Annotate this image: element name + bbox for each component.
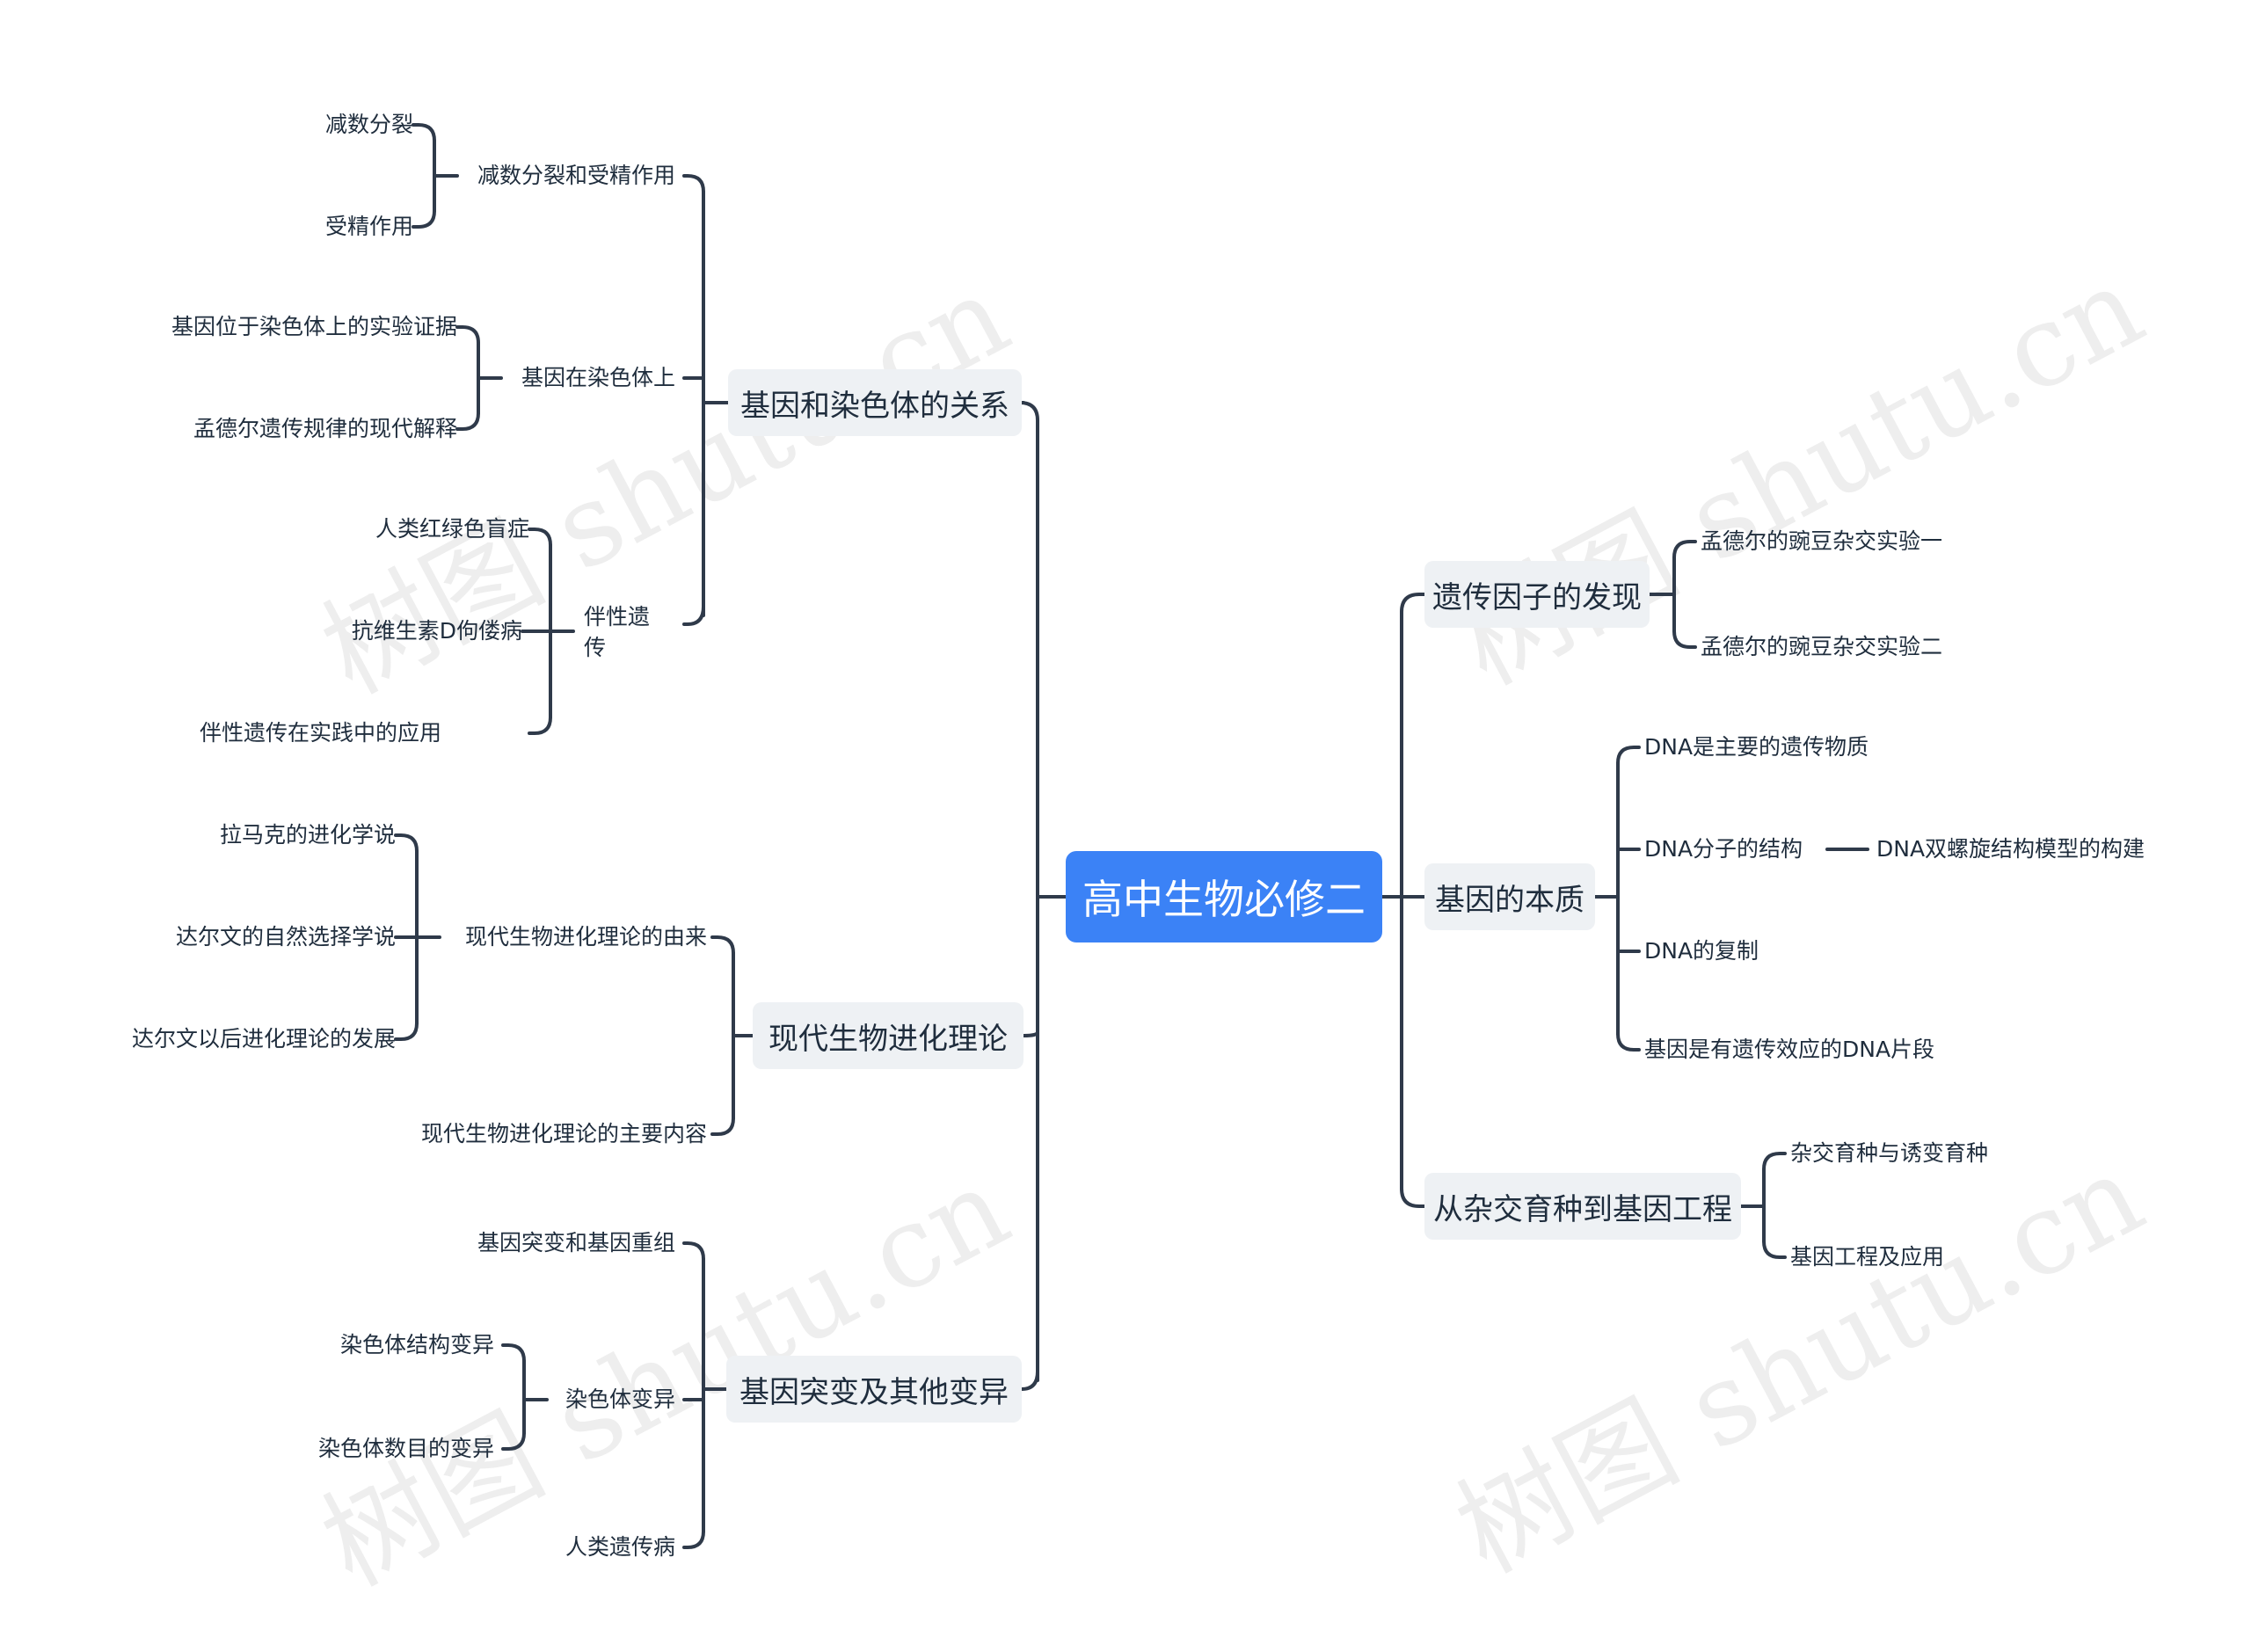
- connector-lb2c1-l1: [394, 833, 419, 853]
- topic-evolution-main-content[interactable]: 现代生物进化理论的主要内容: [420, 1121, 707, 1146]
- connector-lb3-c1: [682, 1241, 705, 1261]
- branch-breeding-genetic-engineering[interactable]: 从杂交育种到基因工程: [1424, 1173, 1741, 1240]
- connector-rb3-l1: [1762, 1152, 1787, 1171]
- branch-gene-nature[interactable]: 基因的本质: [1424, 863, 1595, 930]
- leaf-cross-mutation-breeding[interactable]: 杂交育种与诱变育种: [1790, 1140, 1989, 1166]
- leaf-mendel-modern-explanation[interactable]: 孟德尔遗传规律的现代解释: [193, 416, 457, 441]
- connector-lb1-c1: [682, 174, 705, 193]
- branch-gene-chromosome[interactable]: 基因和染色体的关系: [728, 369, 1022, 436]
- leaf-chromosome-number-variation[interactable]: 染色体数目的变异: [317, 1436, 494, 1461]
- connector-lb1c2-l2: [455, 411, 480, 431]
- connector-lb1c1-l2: [412, 209, 436, 229]
- leaf-fertilization[interactable]: 受精作用: [324, 214, 413, 239]
- connector-rb1-l1: [1672, 540, 1697, 559]
- connector-lb1-c3: [682, 605, 705, 626]
- topic-chromosome-variation[interactable]: 染色体变异: [565, 1386, 675, 1412]
- leaf-dna-double-helix-model[interactable]: DNA双螺旋结构模型的构建: [1876, 836, 2145, 862]
- leaf-lamarck[interactable]: 拉马克的进化学说: [219, 822, 396, 848]
- topic-human-genetic-disease[interactable]: 人类遗传病: [565, 1534, 675, 1560]
- leaf-vitamin-d-rickets[interactable]: 抗维生素D佝偻病: [351, 618, 522, 644]
- branch-genetic-factor-discovery[interactable]: 遗传因子的发现: [1424, 561, 1650, 628]
- leaf-dna-main-genetic-material[interactable]: DNA是主要的遗传物质: [1644, 734, 1869, 760]
- leaf-sex-linked-application[interactable]: 伴性遗传在实践中的应用: [199, 720, 441, 746]
- leaf-darwin-natural-selection[interactable]: 达尔文的自然选择学说: [175, 924, 396, 950]
- connector-lb2-c2: [710, 1117, 735, 1136]
- connector-rb1-l2: [1672, 630, 1697, 649]
- connector-left-b1: [1018, 401, 1039, 422]
- topic-meiosis-fertilization[interactable]: 减数分裂和受精作用: [477, 163, 675, 188]
- leaf-genetic-engineering-application[interactable]: 基因工程及应用: [1790, 1244, 1945, 1270]
- leaf-gene-dna-fragment[interactable]: 基因是有遗传效应的DNA片段: [1644, 1037, 1935, 1062]
- leaf-dna-replication[interactable]: DNA的复制: [1644, 938, 1759, 964]
- leaf-dna-structure[interactable]: DNA分子的结构: [1644, 836, 1803, 862]
- connector-lb1c3-l3: [528, 716, 552, 735]
- leaf-chromosome-structure-variation[interactable]: 染色体结构变异: [339, 1332, 494, 1357]
- topic-sex-linked-inheritance[interactable]: 伴性遗传: [584, 604, 651, 660]
- connector-lb1c3-l1: [528, 528, 552, 547]
- topic-evolution-origin[interactable]: 现代生物进化理论的由来: [464, 924, 707, 950]
- connector-lb3c2-l1: [501, 1343, 526, 1363]
- connector-left-b2: [1022, 1030, 1039, 1037]
- connector-lb3c2-l2: [501, 1431, 526, 1451]
- leaf-meiosis[interactable]: 减数分裂: [324, 112, 413, 137]
- connector-right-b1: [1400, 593, 1426, 614]
- connector-rb2-l4: [1616, 1032, 1641, 1052]
- leaf-color-blindness[interactable]: 人类红绿色盲症: [375, 516, 529, 542]
- topic-gene-mutation-recombination[interactable]: 基因突变和基因重组: [477, 1230, 675, 1255]
- branch-mutation-variation[interactable]: 基因突变及其他变异: [726, 1356, 1022, 1423]
- leaf-gene-chromosome-evidence[interactable]: 基因位于染色体上的实验证据: [171, 314, 457, 339]
- root-topic[interactable]: 高中生物必修二: [1066, 851, 1382, 942]
- leaf-post-darwin-evolution[interactable]: 达尔文以后进化理论的发展: [131, 1026, 396, 1052]
- connector-right-b3: [1400, 1187, 1426, 1208]
- connector-lb1c2-l1: [455, 325, 480, 345]
- connector-rb3-l2: [1762, 1240, 1787, 1259]
- topic-gene-on-chromosome[interactable]: 基因在染色体上: [521, 365, 675, 390]
- leaf-mendel-pea-experiment-1[interactable]: 孟德尔的豌豆杂交实验一: [1701, 528, 1943, 554]
- connector-lb2c1-l3: [394, 1022, 419, 1041]
- leaf-mendel-pea-experiment-2[interactable]: 孟德尔的豌豆杂交实验二: [1701, 634, 1943, 659]
- connector-lb3-c3: [682, 1530, 705, 1549]
- connector-left-b3: [1020, 1370, 1039, 1391]
- connector-rb2-l1: [1616, 746, 1641, 765]
- connector-lb1c1-l1: [412, 123, 436, 142]
- branch-evolution-theory[interactable]: 现代生物进化理论: [753, 1002, 1024, 1069]
- connector-lb2-c1: [710, 935, 735, 955]
